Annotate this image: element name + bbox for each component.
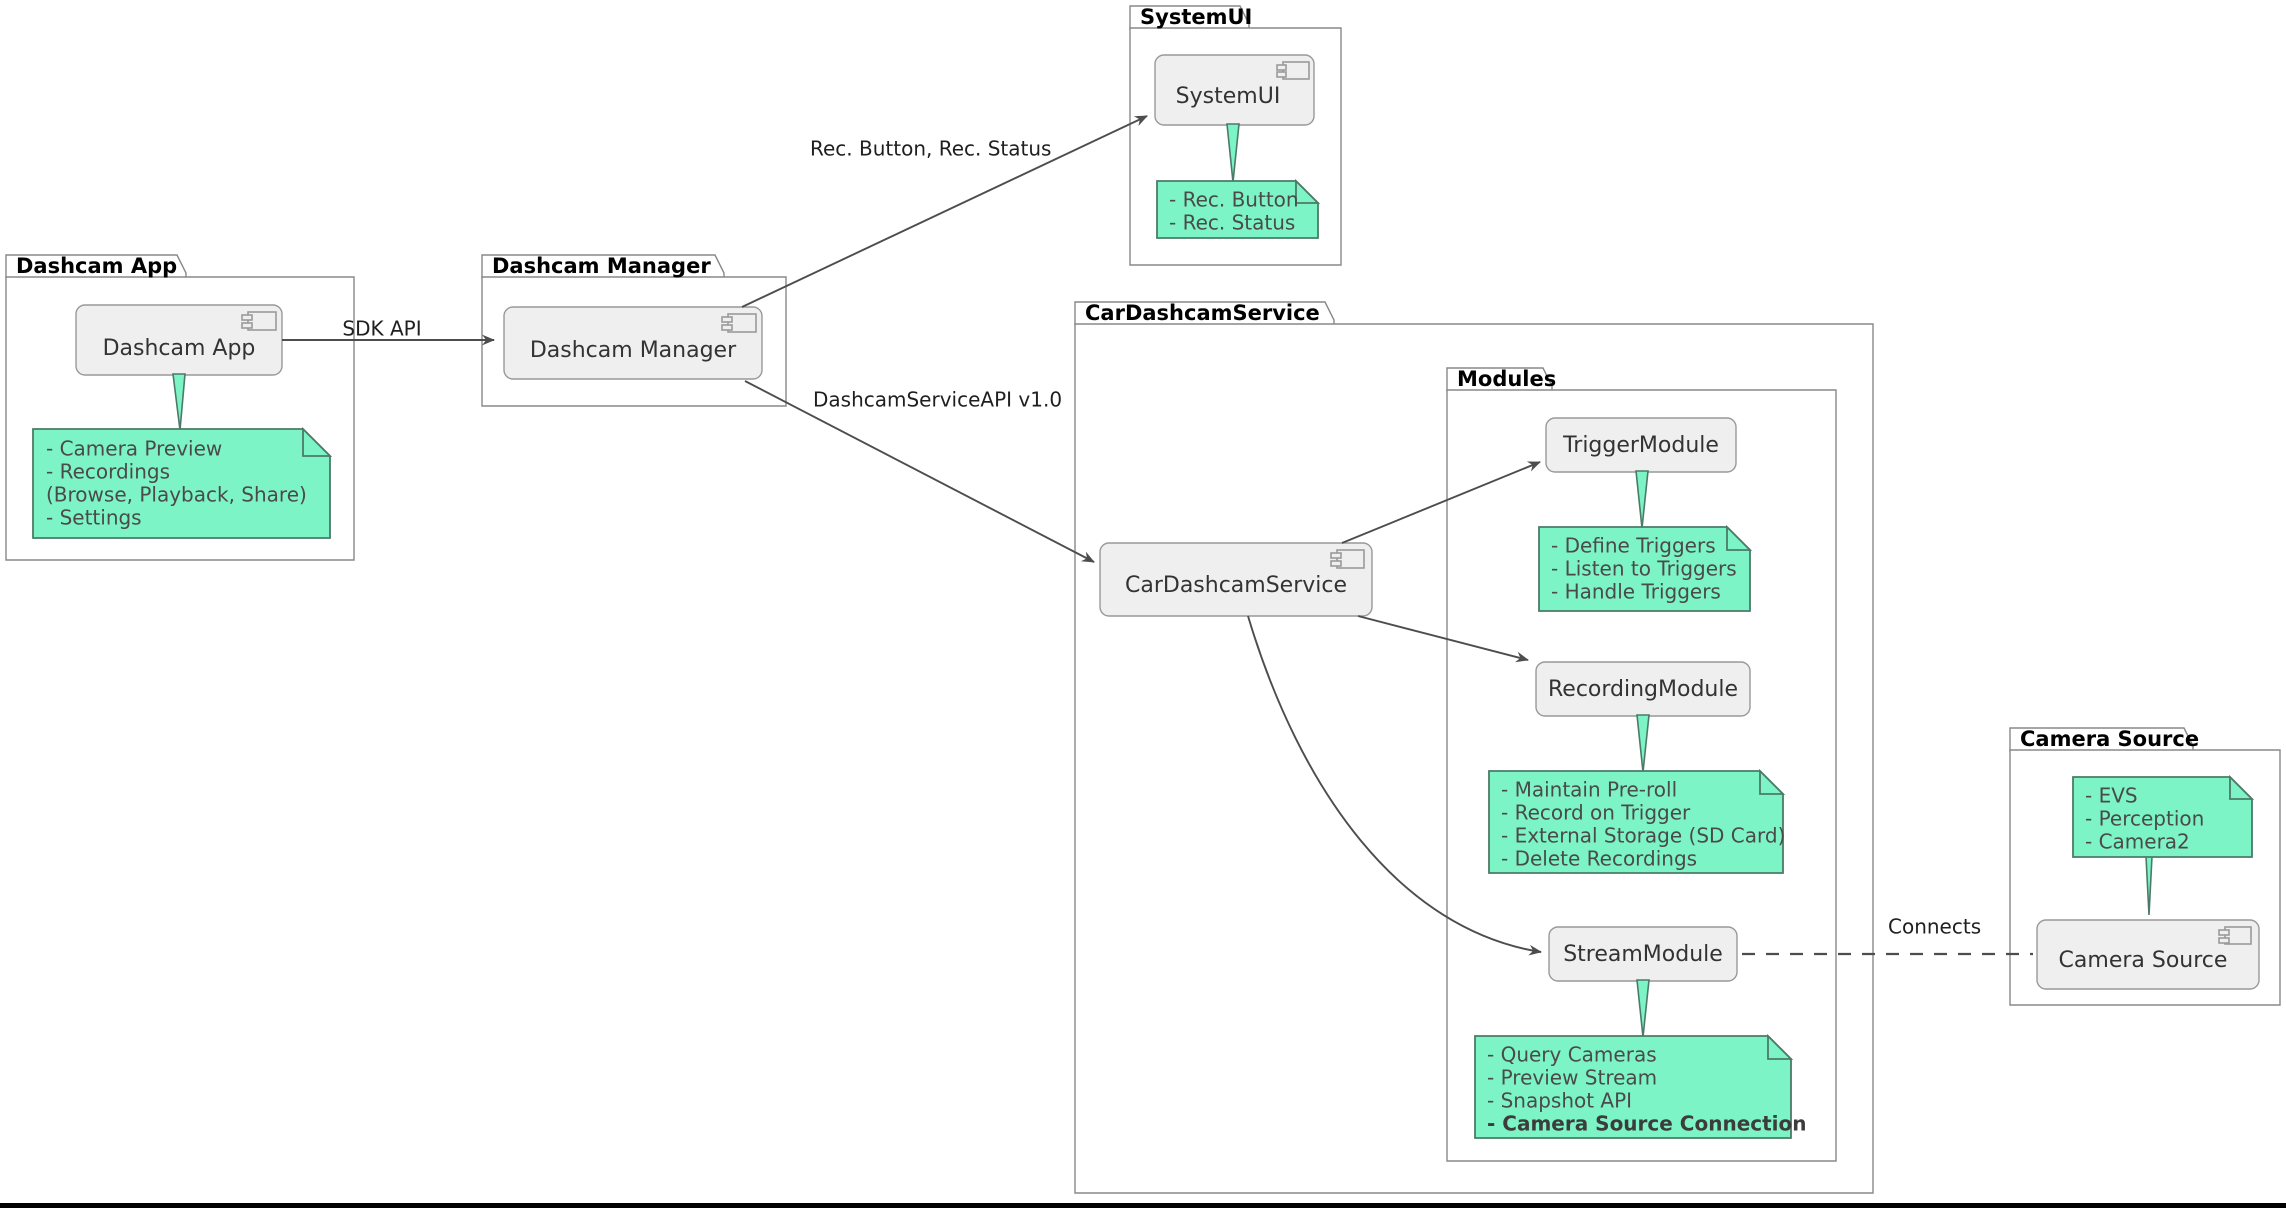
package-label-dashcam-app: Dashcam App — [16, 254, 177, 278]
note-line: - Camera Preview — [46, 437, 222, 461]
note-triggermodule: - Define Triggers - Listen to Triggers -… — [1538, 470, 1753, 612]
note-dashcam-app: - Camera Preview - Recordings (Browse, P… — [32, 373, 333, 539]
component-camera-source[interactable]: Camera Source — [2036, 919, 2260, 990]
package-label-systemui: SystemUI — [1140, 5, 1252, 29]
component-streammodule[interactable]: StreamModule — [1548, 926, 1738, 982]
note-line: - Delete Recordings — [1501, 847, 1697, 871]
component-label-recordingmodule: RecordingModule — [1548, 677, 1738, 702]
note-systemui: - Rec. Button - Rec. Status — [1156, 123, 1321, 239]
note-line: - Camera Source Connection — [1487, 1112, 1807, 1136]
note-line: - Rec. Button — [1169, 188, 1299, 212]
edge-service-api: DashcamServiceAPI v1.0 — [744, 380, 1095, 563]
package-label-cardashcamservice: CarDashcamService — [1085, 301, 1320, 325]
component-recordingmodule[interactable]: RecordingModule — [1535, 661, 1751, 717]
note-line: - Preview Stream — [1487, 1066, 1657, 1090]
edge-label-sdk-api: SDK API — [342, 317, 421, 341]
note-camera-source: - EVS - Perception - Camera2 — [2072, 774, 2255, 916]
note-line: - Recordings — [46, 460, 170, 484]
note-line: - External Storage (SD Card) — [1501, 824, 1785, 848]
note-line: - Record on Trigger — [1501, 801, 1691, 825]
note-line: - Handle Triggers — [1551, 580, 1721, 604]
note-line: - Rec. Status — [1169, 211, 1295, 235]
component-label-camera-source: Camera Source — [2059, 948, 2228, 973]
edge-to-trigger — [1341, 461, 1541, 544]
component-label-systemui: SystemUI — [1176, 84, 1281, 109]
note-line: - Settings — [46, 506, 142, 530]
edge-rec-status: Rec. Button, Rec. Status — [741, 115, 1148, 308]
bottom-divider — [0, 1203, 2286, 1208]
note-line: (Browse, Playback, Share) — [46, 483, 307, 507]
component-label-dashcam-app: Dashcam App — [103, 336, 256, 361]
note-line: - Query Cameras — [1487, 1043, 1657, 1067]
edge-connects: Connects — [1742, 915, 2033, 956]
component-label-cardashcamservice: CarDashcamService — [1125, 573, 1347, 598]
component-dashcam-app[interactable]: Dashcam App — [75, 304, 283, 376]
note-recordingmodule: - Maintain Pre-roll - Record on Trigger … — [1488, 714, 1785, 874]
package-label-camera-source: Camera Source — [2020, 727, 2199, 751]
edge-label-service-api: DashcamServiceAPI v1.0 — [813, 388, 1062, 412]
component-triggermodule[interactable]: TriggerModule — [1545, 417, 1737, 473]
component-systemui[interactable]: SystemUI — [1154, 54, 1315, 126]
component-dashcam-manager[interactable]: Dashcam Manager — [503, 306, 763, 380]
edge-label-rec-status: Rec. Button, Rec. Status — [810, 137, 1051, 161]
note-line: - Snapshot API — [1487, 1089, 1632, 1113]
edge-to-recording — [1357, 615, 1529, 663]
component-label-streammodule: StreamModule — [1563, 942, 1723, 967]
note-line: - EVS — [2085, 784, 2138, 808]
note-streammodule: - Query Cameras - Preview Stream - Snaps… — [1474, 979, 1807, 1139]
edge-sdk-api: SDK API — [282, 317, 495, 346]
component-label-triggermodule: TriggerModule — [1562, 433, 1719, 458]
component-label-dashcam-manager: Dashcam Manager — [530, 338, 737, 363]
note-line: - Listen to Triggers — [1551, 557, 1737, 581]
note-line: - Camera2 — [2085, 830, 2190, 854]
package-label-dashcam-manager: Dashcam Manager — [492, 254, 711, 278]
edge-label-connects: Connects — [1888, 915, 1981, 939]
component-cardashcamservice[interactable]: CarDashcamService — [1099, 542, 1373, 617]
note-line: - Maintain Pre-roll — [1501, 778, 1677, 802]
edge-to-stream — [1247, 615, 1542, 956]
package-label-modules: Modules — [1457, 367, 1556, 391]
note-line: - Perception — [2085, 807, 2204, 831]
note-line: - Define Triggers — [1551, 534, 1716, 558]
